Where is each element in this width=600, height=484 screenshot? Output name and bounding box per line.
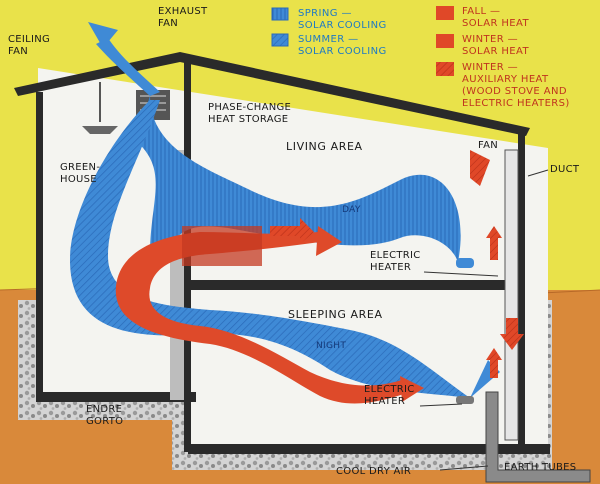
upper-floor-slab [188, 280, 524, 290]
ceiling-fan-icon [82, 126, 118, 134]
living-area-label: LIVING AREA [286, 140, 363, 153]
night-label: NIGHT [316, 341, 346, 351]
earth-tubes-label: EARTH TUBES [504, 462, 576, 473]
signature-line2: GORTO [86, 416, 123, 427]
legend-swatch-winter-solar [436, 34, 454, 48]
legend-aux-line3: (WOOD STOVE AND [462, 86, 567, 97]
upper-heater-label-1: ELECTRIC [370, 250, 421, 261]
fan-heat-arrow [470, 150, 490, 186]
legend-winter-line1: WINTER — [462, 34, 518, 45]
solar-heat-arrowhead [316, 226, 342, 256]
exhaust-arrowhead [88, 22, 118, 48]
lower-floor-slab [188, 444, 550, 454]
legend-spring-line1: SPRING — [298, 8, 352, 19]
legend-aux-line1: WINTER — [462, 62, 518, 73]
lower-electric-heater [456, 396, 474, 404]
legend-aux-line4: ELECTRIC HEATERS) [462, 98, 570, 109]
sleeping-area-label: SLEEPING AREA [288, 308, 383, 321]
exhaust-fan-label-1: EXHAUST [158, 6, 208, 17]
exhaust-fan-label-2: FAN [158, 18, 178, 29]
phase-change-label-1: PHASE-CHANGE [208, 102, 291, 113]
legend-fall-line1: FALL — [462, 6, 500, 17]
lower-heater-label-2: HEATER [364, 396, 405, 407]
legend-swatch-spring [271, 7, 289, 21]
legend-summer-line1: SUMMER — [298, 34, 359, 45]
solar-heat-flow [115, 232, 411, 404]
legend-swatch-summer [271, 33, 289, 47]
duct-heat-arrow-2 [500, 318, 524, 350]
duct-heat-arrow-3 [486, 348, 502, 378]
storage-heat-zone [182, 226, 262, 266]
ceiling-fan-label-1: CEILING [8, 34, 50, 45]
legend-aux-line2: AUXILIARY HEAT [462, 74, 549, 85]
legend-summer-line2: SOLAR COOLING [298, 46, 387, 57]
duct-heat-arrow [486, 226, 502, 260]
lower-heat-arrowhead [400, 376, 424, 402]
legend-fall-line2: SOLAR HEAT [462, 18, 529, 29]
spring-cooling-flow-upper [135, 96, 461, 262]
greenhouse-floor [36, 392, 196, 402]
legend-winter-line2: SOLAR HEAT [462, 46, 529, 57]
upper-electric-heater [456, 258, 474, 268]
upper-heater-label-2: HEATER [370, 262, 411, 273]
greenhouse-label-1: GREEN- [60, 162, 100, 173]
legend-swatch-fall [436, 6, 454, 20]
cool-dry-air-label: COOL DRY AIR [336, 466, 411, 477]
legend-swatch-winter-aux [436, 62, 454, 76]
greenhouse-outer-wall [36, 92, 43, 400]
aux-heat-arrow-1 [270, 218, 314, 244]
duct [504, 149, 519, 441]
earth-tube [485, 391, 591, 483]
greenhouse-label-2: HOUSE [60, 174, 97, 185]
phase-change-label-2: HEAT STORAGE [208, 114, 288, 125]
day-label: DAY [342, 205, 361, 215]
fan-label: FAN [478, 140, 498, 151]
signature-line1: ENDRE [86, 404, 122, 415]
lower-heater-label-1: ELECTRIC [364, 384, 415, 395]
ceiling-fan-label-2: FAN [8, 46, 28, 57]
legend-spring-line2: SOLAR COOLING [298, 20, 387, 31]
duct-label: DUCT [550, 164, 580, 175]
